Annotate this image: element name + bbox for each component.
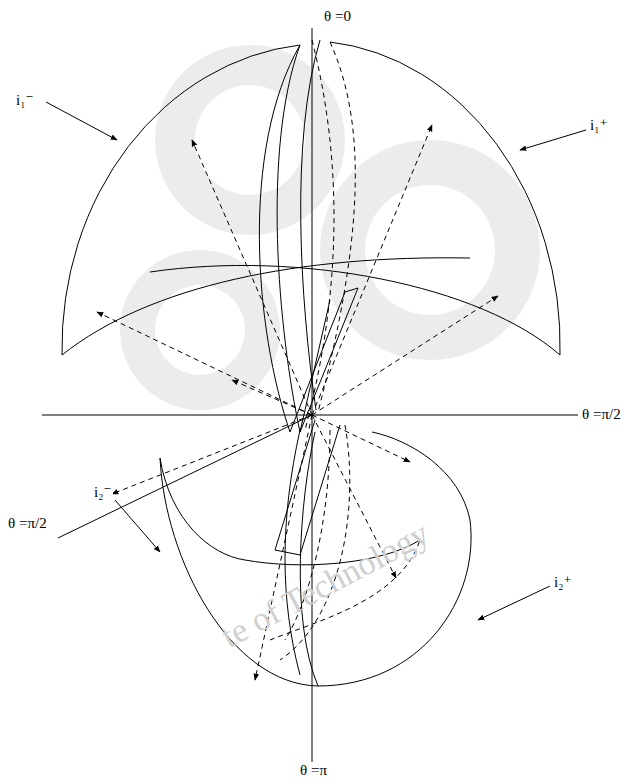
component-label: i₁⁻ xyxy=(14,92,35,109)
axis-label: θ =π/2 xyxy=(580,406,623,423)
axis-label: θ =0 xyxy=(322,8,353,25)
axis-label: θ =π/2 xyxy=(6,515,49,532)
component-label: i₂⁺ xyxy=(552,574,573,591)
component-label: i₁⁺ xyxy=(588,117,609,134)
component-label: i₂⁻ xyxy=(92,484,113,501)
axis-label: θ =π xyxy=(298,762,329,779)
watermark: te of Technology xyxy=(215,514,435,655)
